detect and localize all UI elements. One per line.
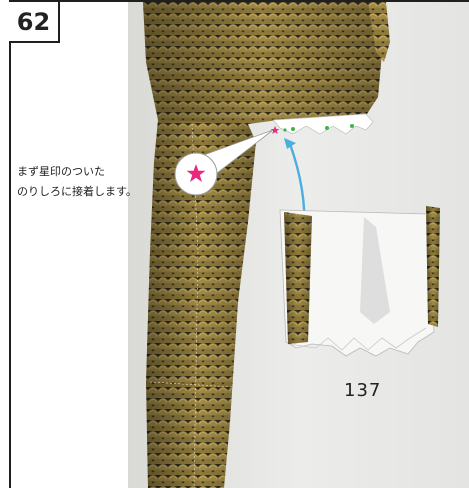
green-dot-marker xyxy=(325,126,329,130)
assembly-photo xyxy=(128,2,469,488)
green-dot-marker xyxy=(350,124,354,128)
step-number: 62 xyxy=(16,7,51,36)
instruction-text: まず星印のついた のりしろに接着します。 xyxy=(17,162,177,202)
instruction-line-1: まず星印のついた xyxy=(17,165,105,178)
star-icon xyxy=(270,126,280,134)
green-dot-marker xyxy=(283,128,287,132)
part-137-piece xyxy=(279,206,440,357)
arm-piece xyxy=(368,2,390,62)
frame-left-border xyxy=(9,0,11,488)
frame-top-border xyxy=(9,0,469,2)
part-number-label: 137 xyxy=(344,380,382,401)
step-number-box: 62 xyxy=(9,2,60,43)
star-icon xyxy=(186,164,206,182)
green-dot-marker xyxy=(291,127,295,131)
instruction-line-2: のりしろに接着します。 xyxy=(17,185,137,198)
glue-tabs xyxy=(272,113,374,135)
